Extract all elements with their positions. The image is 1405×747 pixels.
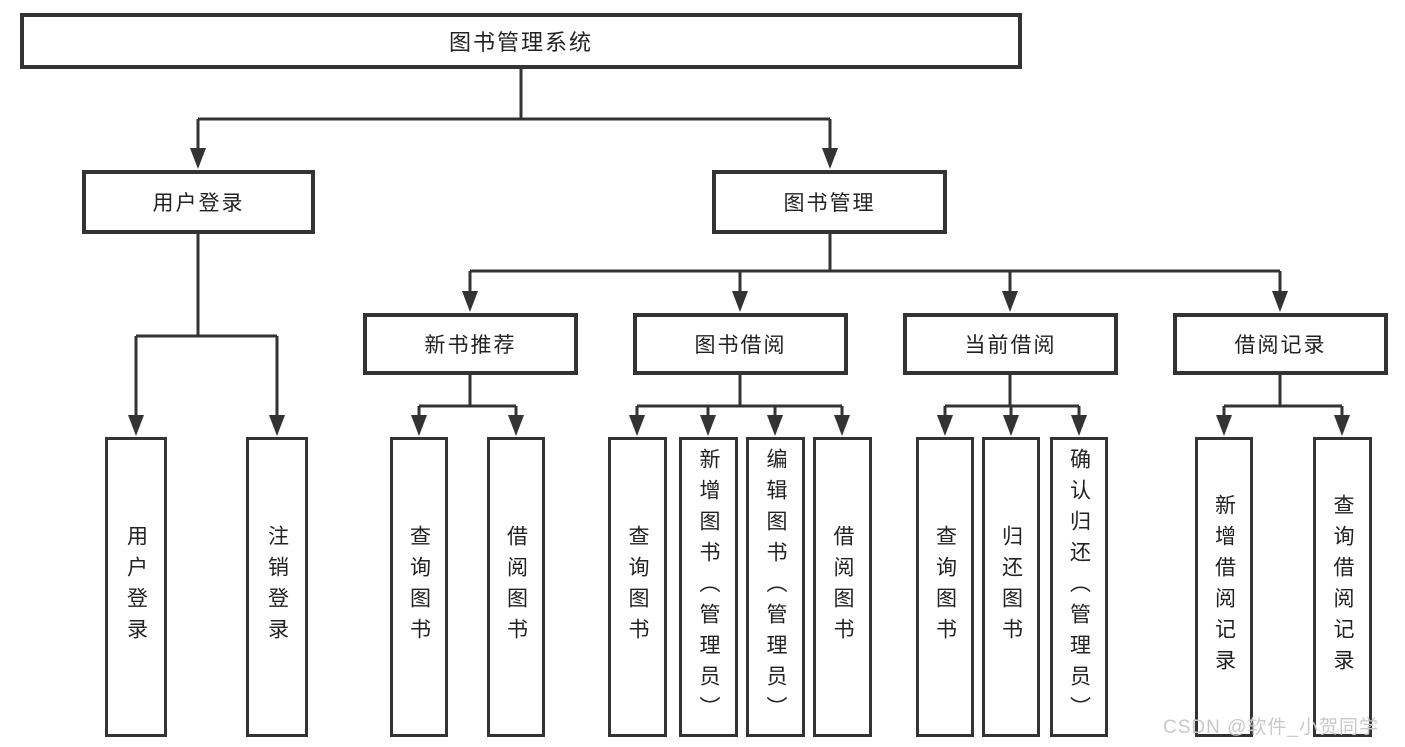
leaf-borrow-books-1: 借阅图书 [487, 437, 545, 737]
node-label: 新增图书（管理员） [697, 447, 720, 727]
node-label: 查询图书 [407, 525, 431, 649]
leaf-confirm-return-admin: 确认归还（管理员） [1050, 437, 1108, 737]
node-label: 注销登录 [265, 525, 289, 649]
connector-current-borrowing-children [937, 375, 1087, 436]
node-label: 新增借阅记录 [1212, 494, 1236, 680]
node-label: 归还图书 [999, 525, 1023, 649]
leaf-query-books-3: 查询图书 [916, 437, 974, 737]
node-user-login: 用户登录 [82, 170, 315, 234]
connector-user-login-children [128, 234, 285, 436]
node-label: 借阅图书 [831, 525, 854, 649]
node-label: 图书借阅 [694, 334, 787, 357]
leaf-borrow-books-2: 借阅图书 [813, 437, 872, 737]
leaf-return-books: 归还图书 [982, 437, 1040, 737]
leaf-query-books-2: 查询图书 [608, 437, 667, 737]
node-label: 借阅记录 [1234, 334, 1327, 357]
node-label: 查询借阅记录 [1331, 494, 1354, 680]
leaf-add-borrow-record: 新增借阅记录 [1195, 437, 1253, 737]
node-label: 查询图书 [626, 525, 649, 649]
leaf-query-books-1: 查询图书 [390, 437, 448, 737]
node-library-management-system: 图书管理系统 [20, 13, 1022, 69]
connector-root-to-level1 [190, 68, 838, 169]
node-current-borrowing: 当前借阅 [903, 313, 1118, 375]
node-label: 新书推荐 [424, 334, 517, 357]
node-label: 查询图书 [933, 525, 957, 649]
connector-new-book-children [411, 375, 524, 436]
node-label: 借阅图书 [504, 525, 528, 649]
connector-book-borrowing-children [629, 375, 850, 436]
node-label: 编辑图书（管理员） [764, 447, 787, 727]
connector-book-management-children [462, 234, 1288, 312]
node-label: 图书管理系统 [448, 30, 593, 55]
connector-borrow-records-children [1216, 375, 1350, 436]
node-label: 用户登录 [152, 192, 245, 215]
leaf-edit-books-admin: 编辑图书（管理员） [746, 437, 805, 737]
node-label: 用户登录 [124, 525, 148, 649]
leaf-query-borrow-record: 查询借阅记录 [1313, 437, 1372, 737]
leaf-logout: 注销登录 [246, 437, 308, 737]
node-borrow-records: 借阅记录 [1173, 313, 1388, 375]
node-book-borrowing: 图书借阅 [633, 313, 848, 375]
csdn-watermark: CSDN @软件_小贺同学 [1163, 717, 1379, 738]
node-new-book-recommend: 新书推荐 [363, 313, 578, 375]
leaf-user-login: 用户登录 [105, 437, 167, 737]
node-label: 图书管理 [783, 192, 876, 215]
node-book-management: 图书管理 [712, 170, 947, 234]
node-label: 确认归还（管理员） [1067, 447, 1091, 727]
node-label: 当前借阅 [964, 334, 1057, 357]
leaf-add-books-admin: 新增图书（管理员） [679, 437, 738, 737]
